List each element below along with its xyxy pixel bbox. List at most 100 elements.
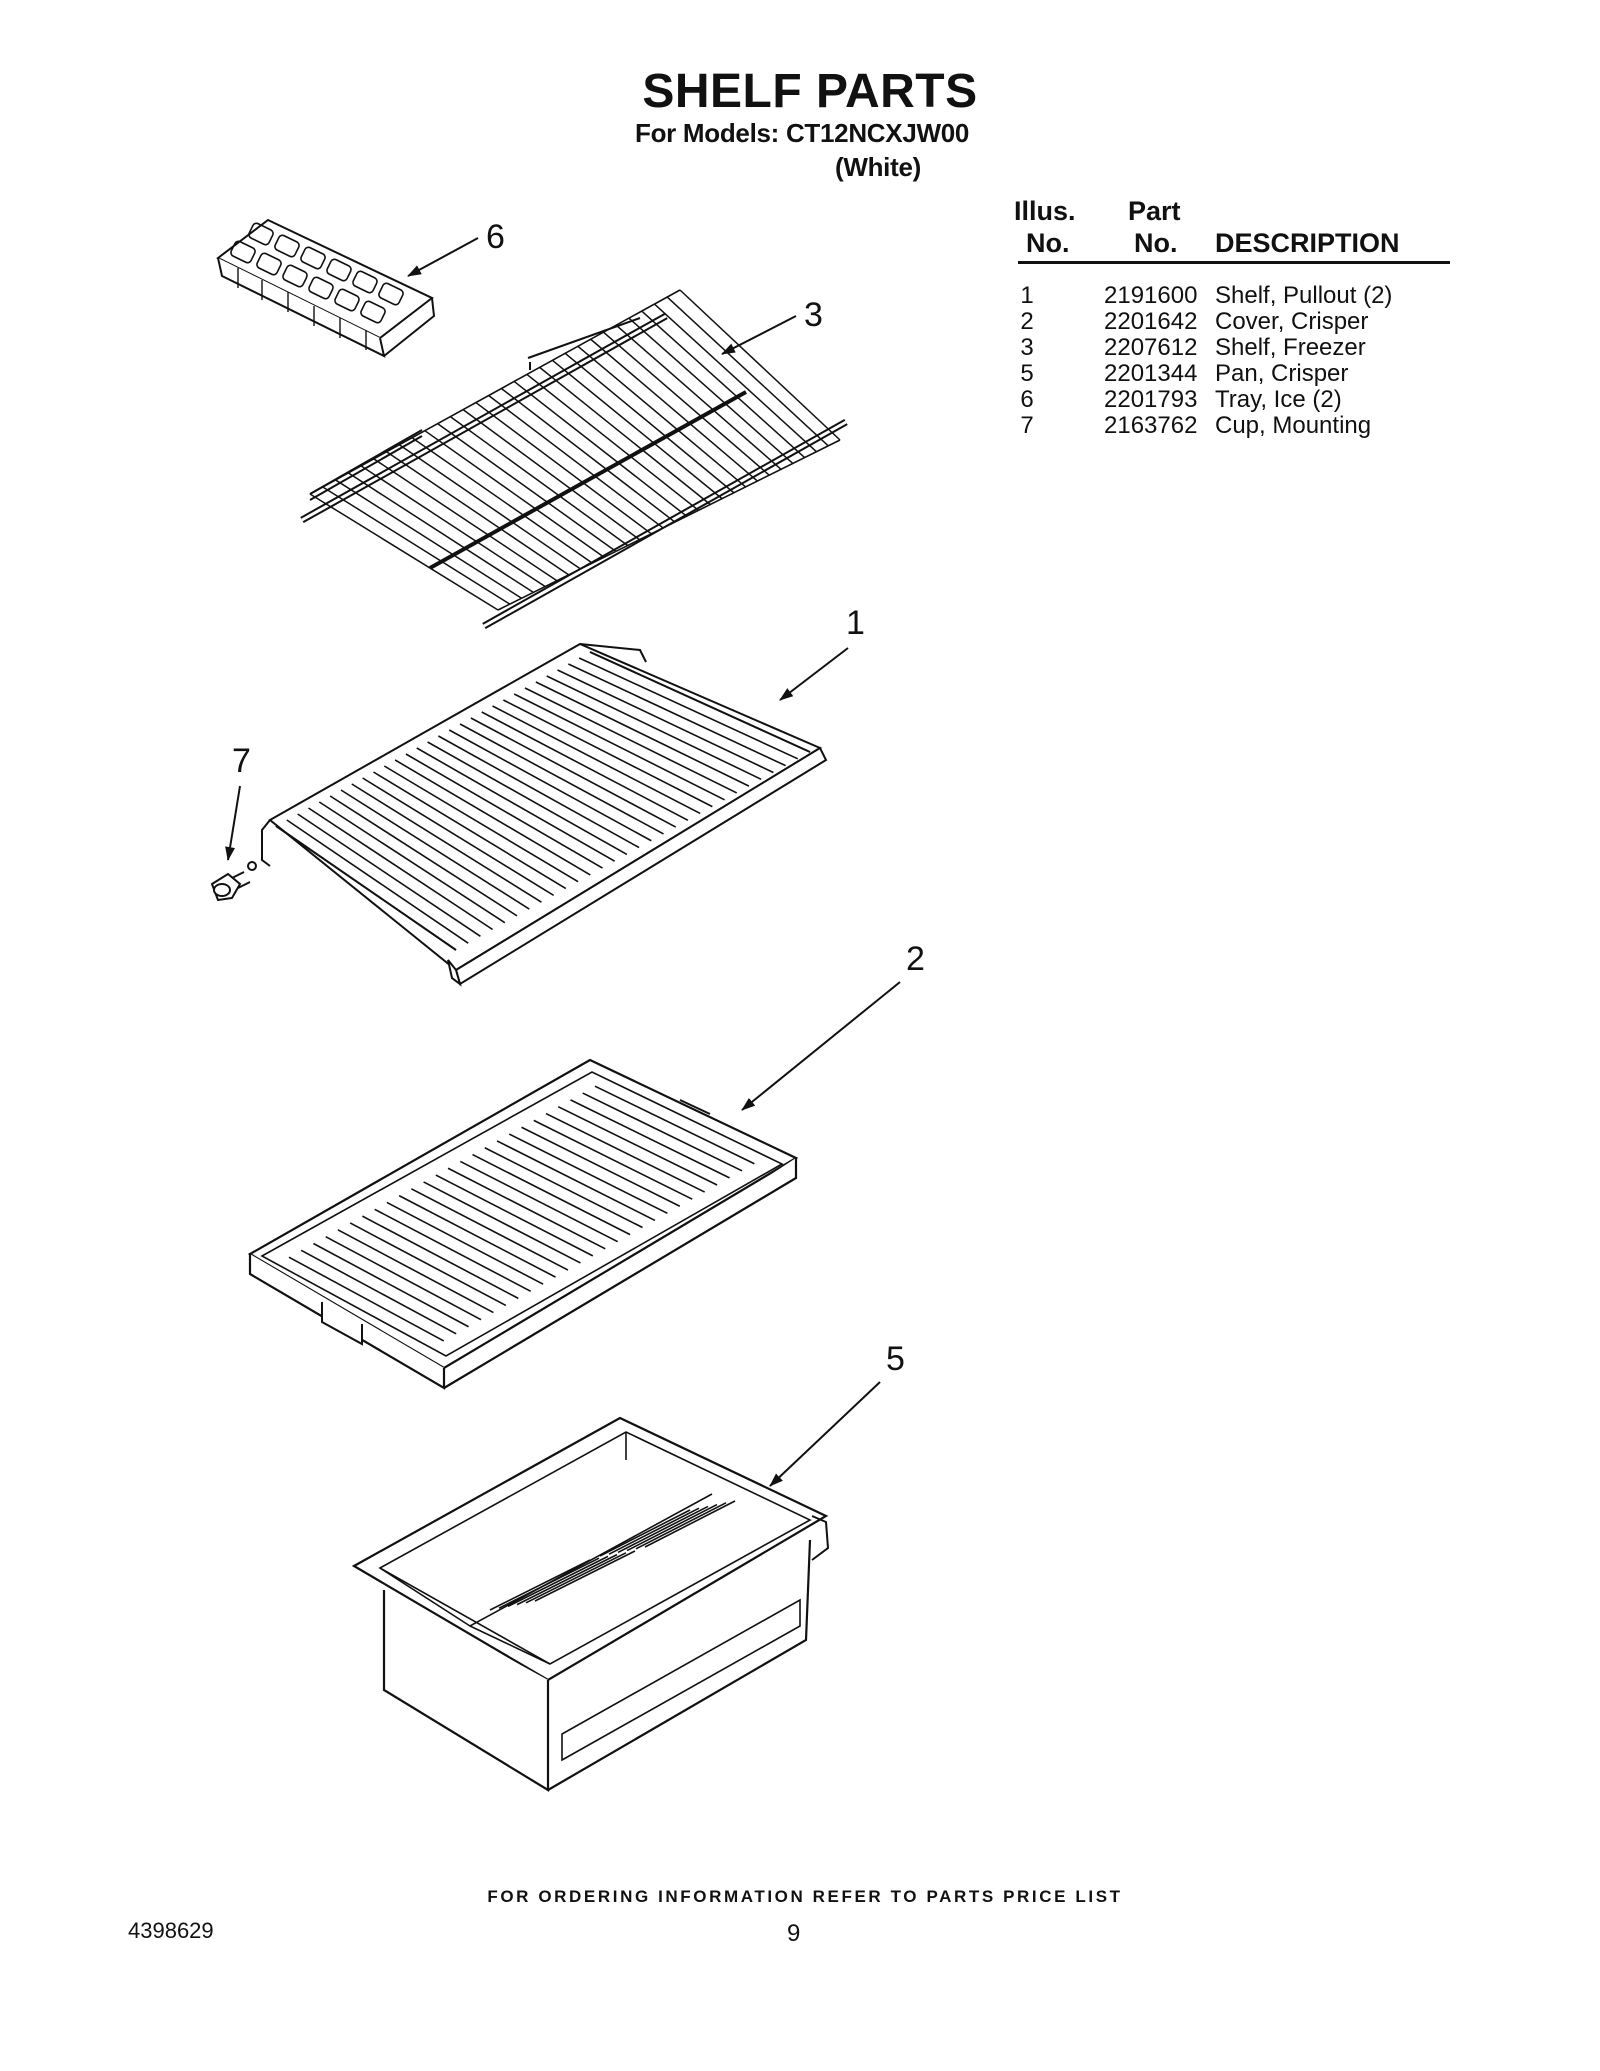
- shelf-wire: [475, 401, 652, 535]
- illus-number: 7: [1020, 412, 1034, 439]
- cover-rib: [594, 1085, 755, 1165]
- part-description: Tray, Ice (2): [1215, 386, 1342, 413]
- shelf-wire: [641, 310, 806, 459]
- crisper-cover-illustration: [247, 1058, 799, 1390]
- mounting-cup-illustration: [210, 861, 257, 902]
- shelf-wire: [513, 380, 688, 517]
- description-header: DESCRIPTION: [1215, 228, 1400, 258]
- shelf-wire: [351, 783, 542, 903]
- shelf-wire: [398, 444, 581, 570]
- shelf-wire: [526, 373, 699, 511]
- pan-rib: [525, 1552, 627, 1604]
- pan-rib: [644, 1500, 736, 1548]
- shelf-wire: [679, 289, 841, 441]
- shelf-wire: [615, 324, 782, 470]
- shelf-wire: [448, 729, 652, 842]
- callout-1-arrow: [779, 647, 849, 701]
- part-description: Cup, Mounting: [1215, 412, 1372, 439]
- illus-number: 1: [1020, 282, 1034, 309]
- document-number: 4398629: [128, 1918, 214, 1943]
- cover-rib: [521, 1126, 681, 1207]
- cover-rib: [557, 1105, 718, 1186]
- cover-rib: [313, 1242, 469, 1328]
- shelf-wire: [297, 813, 481, 938]
- cover-rib: [288, 1256, 445, 1342]
- part-number: 2201793: [1104, 386, 1198, 413]
- shelf-wire: [438, 735, 640, 849]
- freezer-shelf-illustration: [300, 289, 848, 630]
- part-description: Shelf, Freezer: [1215, 334, 1366, 361]
- cover-rib: [325, 1235, 482, 1321]
- shelf-wire: [546, 675, 762, 781]
- illus-number: 3: [1020, 334, 1034, 361]
- shelf-wire: [362, 777, 555, 897]
- pan-rib: [489, 1559, 591, 1611]
- pan-rib: [599, 1509, 691, 1557]
- crisper-pan-illustration: [351, 1416, 830, 1792]
- pan-rib: [516, 1553, 618, 1606]
- part-number: 2163762: [1104, 412, 1198, 439]
- illus-number: 6: [1020, 386, 1034, 413]
- shelf-wire: [424, 430, 605, 558]
- shelf-wire: [318, 801, 506, 924]
- cover-rib: [508, 1133, 668, 1215]
- cover-rib: [398, 1194, 556, 1278]
- shelf-wire: [286, 819, 469, 944]
- callout-2-arrow: [741, 981, 901, 1111]
- shelf-wire: [535, 681, 750, 787]
- cover-rib: [300, 1249, 457, 1335]
- callout-3: 3: [804, 296, 823, 334]
- shelf-wire: [666, 296, 829, 447]
- cover-rib: [349, 1222, 507, 1307]
- page-number: 9: [787, 1920, 801, 1947]
- cover-rib: [435, 1174, 594, 1257]
- cover-rib: [472, 1153, 631, 1236]
- shelf-wire: [481, 711, 689, 821]
- pan-rib: [608, 1507, 700, 1555]
- callout-7-arrow: [225, 785, 241, 861]
- shelf-wire: [360, 465, 546, 588]
- cover-rib: [337, 1229, 494, 1314]
- ice-tray-illustration: [216, 218, 436, 358]
- shelf-wire: [628, 317, 794, 465]
- shelf-wire: [386, 451, 570, 576]
- cover-rib: [582, 1092, 743, 1172]
- shelf-wire: [449, 416, 629, 547]
- shelf-wire: [322, 486, 511, 605]
- callout-3-arrow: [721, 315, 797, 355]
- cover-rib: [423, 1181, 581, 1264]
- page-title: SHELF PARTS: [642, 65, 978, 118]
- shelf-wire: [394, 759, 591, 876]
- part-description: Shelf, Pullout (2): [1215, 282, 1393, 309]
- illus-header-bottom: No.: [1026, 228, 1070, 258]
- illus-number: 5: [1020, 360, 1034, 387]
- shelf-wire: [500, 387, 676, 523]
- part-description: Pan, Crisper: [1215, 360, 1349, 387]
- callout-6: 6: [486, 218, 505, 256]
- shelf-wire: [602, 331, 770, 476]
- callout-1: 1: [846, 604, 865, 642]
- pan-rib: [626, 1503, 718, 1552]
- shelf-wire: [488, 394, 664, 529]
- shelf-wire: [309, 493, 499, 611]
- callout-5: 5: [886, 1340, 905, 1378]
- shelf-wire: [492, 705, 701, 815]
- shelf-wire: [427, 741, 628, 856]
- model-color: (White): [835, 152, 921, 182]
- pan-rib: [507, 1555, 609, 1608]
- shelf-wire: [459, 723, 664, 835]
- shelf-wire: [347, 472, 534, 594]
- header-rule: [1018, 261, 1450, 264]
- cover-rib: [459, 1160, 619, 1243]
- part-number: 2201344: [1104, 360, 1198, 387]
- shelf-wire: [335, 479, 522, 599]
- cover-rib: [410, 1188, 569, 1271]
- shelf-wire: [308, 807, 494, 931]
- shelf-wire: [329, 795, 518, 917]
- shelf-wire: [411, 437, 593, 564]
- part-header-bottom: No.: [1134, 228, 1178, 258]
- shelf-wire: [373, 771, 567, 890]
- cover-rib: [374, 1208, 532, 1293]
- shelf-wire: [539, 366, 711, 506]
